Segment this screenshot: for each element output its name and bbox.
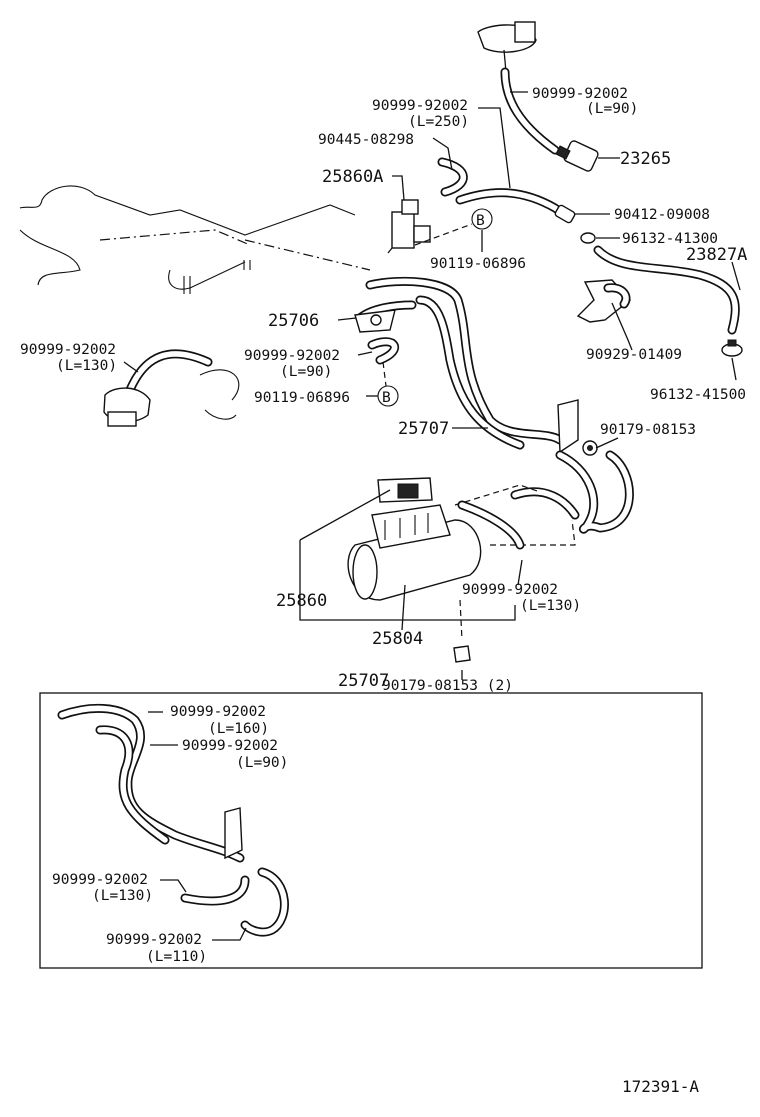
label-l1: 90999-92002 <box>532 86 628 102</box>
label-l16: 25707 <box>398 419 449 439</box>
label-l2: 90999-92002 <box>372 98 468 114</box>
label-l17: 90179-08153 <box>600 422 696 438</box>
filter-23265 <box>555 140 599 172</box>
label-l25: 90999-92002 <box>106 932 202 948</box>
part-labels: 90999-92002 (L=90) 90999-92002 (L=250) 9… <box>20 86 747 1096</box>
ref-b-top: B <box>476 213 485 229</box>
label-l24: 90999-92002 <box>52 872 148 888</box>
hose-assembly-25707 <box>365 276 634 534</box>
label-l11: 90999-92002 <box>20 342 116 358</box>
clip-41500 <box>721 339 743 357</box>
label-l7: 96132-41300 <box>622 231 718 247</box>
label-l12: 90999-92002 <box>244 348 340 364</box>
engine-outline <box>19 185 371 294</box>
left-sensor <box>103 349 240 427</box>
svg-text:(L=250): (L=250) <box>408 114 469 130</box>
svg-text:(L=110): (L=110) <box>146 949 207 965</box>
inset-25707 <box>39 692 703 969</box>
label-l9: 23827A <box>686 245 747 265</box>
label-l8: 90119-06896 <box>430 256 526 272</box>
label-l13: 90929-01409 <box>586 347 682 363</box>
drawing-number: 172391-A <box>622 1077 699 1096</box>
nut-08153 <box>582 440 598 456</box>
svg-text:(L=90): (L=90) <box>236 755 288 771</box>
part-25706 <box>354 300 417 333</box>
line-art <box>19 21 743 680</box>
svg-text:(L=130): (L=130) <box>56 358 117 374</box>
svg-text:(L=130): (L=130) <box>520 598 581 614</box>
label-l10: 25706 <box>268 311 319 331</box>
svg-text:(L=90): (L=90) <box>586 101 638 117</box>
svg-text:(L=90): (L=90) <box>280 364 332 380</box>
svg-text:(L=160): (L=160) <box>208 721 269 737</box>
label-l5: 25860A <box>322 167 383 187</box>
svg-text:(L=130): (L=130) <box>92 888 153 904</box>
label-l4: 23265 <box>620 149 671 169</box>
ref-b-mid: B <box>382 390 391 406</box>
label-l6: 90412-09008 <box>614 207 710 223</box>
top-sensor <box>477 21 537 73</box>
label-l21: 90179-08153 (2) <box>382 678 513 694</box>
label-l14: 96132-41500 <box>650 387 746 403</box>
label-l15: 90119-06896 <box>254 390 350 406</box>
label-l3: 90445-08298 <box>318 132 414 148</box>
label-l19: 25860 <box>276 591 327 611</box>
vsv-25860A <box>387 199 431 254</box>
label-l23: 90999-92002 <box>182 738 278 754</box>
canister-25804 <box>347 477 482 601</box>
label-l20: 25804 <box>372 629 423 649</box>
inset-title: 25707 <box>338 671 389 691</box>
bracket <box>576 279 632 323</box>
check-valve <box>554 204 576 224</box>
label-l18: 90999-92002 <box>462 582 558 598</box>
label-l22: 90999-92002 <box>170 704 266 720</box>
